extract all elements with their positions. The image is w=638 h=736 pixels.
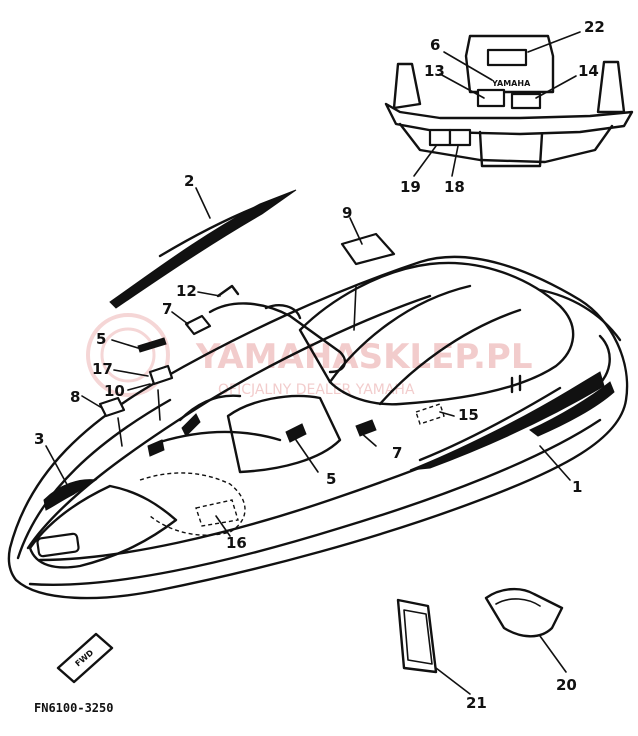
fwd-label-decal: FWD [56, 632, 114, 684]
callout-14: 14 [578, 62, 599, 80]
callout-15: 15 [458, 406, 479, 424]
callout-21: 21 [466, 694, 487, 712]
callout-8: 8 [70, 388, 80, 406]
decal-6-text: YAMAHA [491, 79, 531, 88]
watermark-logo-inner-ring [100, 327, 156, 383]
callout-22: 22 [584, 18, 605, 36]
callout-20: 20 [556, 676, 577, 694]
callout-3: 3 [34, 430, 44, 448]
callout-9: 9 [342, 204, 352, 222]
watermark-sub-text: OFICJALNY DEALER YAMAHA [218, 382, 415, 398]
callout-16: 16 [226, 534, 247, 552]
callout-2: 2 [184, 172, 194, 190]
decal-13 [476, 88, 506, 108]
callout-13: 13 [424, 62, 445, 80]
callout-1: 1 [572, 478, 582, 496]
decal-14 [510, 92, 542, 110]
callout-5-lower: 5 [326, 470, 336, 488]
callout-17: 17 [92, 360, 113, 378]
watermark-logo-ring [86, 313, 170, 397]
loose-cover-20 [484, 587, 567, 673]
callout-numbers: 22 6 13 14 19 18 2 9 12 7 5 17 10 8 3 5 … [34, 18, 605, 712]
drawing-code: FN6100-3250 [34, 701, 113, 715]
loose-decal-21 [396, 598, 471, 695]
watermark: YAMAHASKLEP.PL OFICJALNY DEALER YAMAHA [86, 313, 533, 398]
callout-leaders [45, 187, 571, 537]
watercraft-hull [7, 189, 629, 600]
callout-5-upper: 5 [96, 330, 106, 348]
callout-12: 12 [176, 282, 197, 300]
callout-7-upper: 7 [162, 300, 172, 318]
callout-19: 19 [400, 178, 421, 196]
callout-7-lower: 7 [392, 444, 402, 462]
callout-6: 6 [430, 36, 440, 54]
handlebar-console-inset: YAMAHA [384, 31, 634, 177]
decal-19 [428, 128, 452, 147]
decal-22 [486, 48, 528, 67]
callout-10: 10 [104, 382, 125, 400]
decal-18 [448, 128, 472, 147]
callout-18: 18 [444, 178, 465, 196]
